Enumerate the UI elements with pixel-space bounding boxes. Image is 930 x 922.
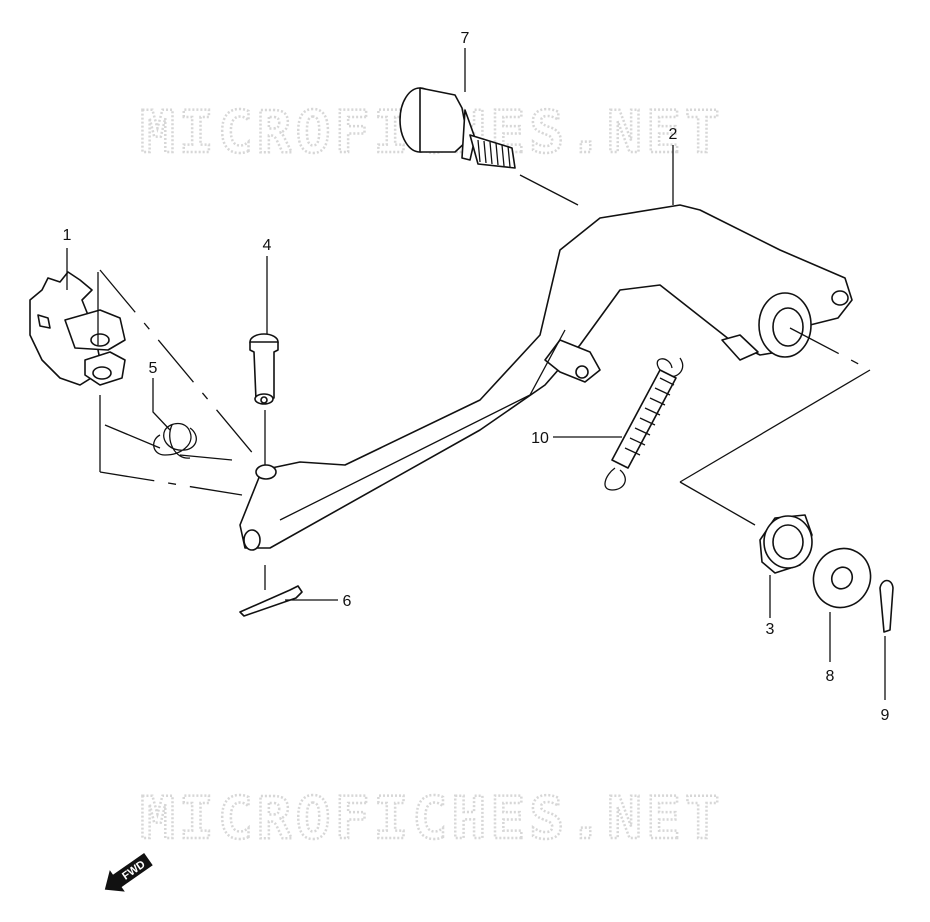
leader-line (519, 174, 579, 206)
pivot-bolt (399, 87, 516, 169)
callout-5: 5 (149, 360, 158, 377)
leader-line (99, 471, 243, 496)
pedal-bracket (29, 271, 126, 386)
callout-2: 2 (669, 126, 678, 143)
clevis-pin (249, 333, 279, 405)
forward-arrow-icon: FWD (104, 852, 153, 892)
callout-1: 1 (63, 227, 72, 244)
return-spring (604, 357, 684, 491)
cotter-pin-9 (879, 579, 894, 633)
leader-line (679, 369, 871, 483)
callout-6: 6 (343, 593, 352, 610)
callout-9: 9 (881, 707, 890, 724)
leader-line (789, 327, 871, 371)
callout-7: 7 (461, 30, 470, 47)
leader-line (679, 481, 756, 526)
callout-4: 4 (263, 237, 272, 254)
watermark-bottom: MICROFICHES.NET (140, 784, 724, 852)
callout-8: 8 (826, 668, 835, 685)
leader-line (152, 378, 171, 431)
leader-line (99, 269, 261, 463)
torsion-spring (104, 422, 233, 461)
callout-10: 10 (531, 430, 549, 447)
cotter-pin-6 (239, 585, 303, 617)
washer (812, 547, 872, 609)
callout-3: 3 (766, 621, 775, 638)
bushing (759, 514, 813, 574)
brake-pedal (239, 204, 853, 551)
